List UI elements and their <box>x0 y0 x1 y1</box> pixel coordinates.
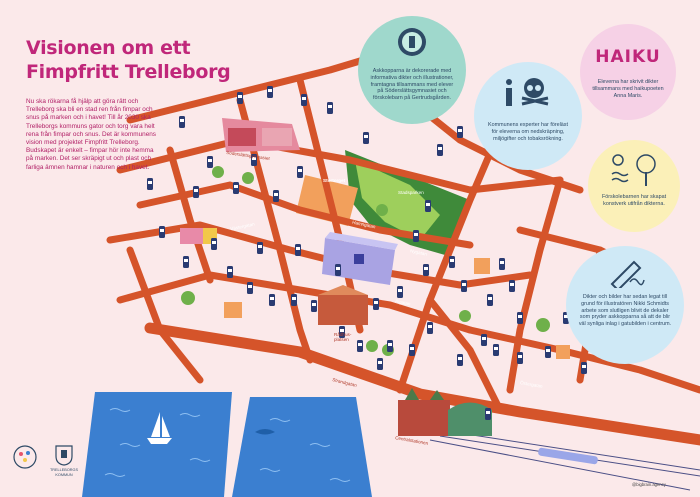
ashtray-marker <box>423 264 429 276</box>
ashtray-marker <box>437 144 443 156</box>
ashtray-icon <box>398 28 426 56</box>
ashtray-marker <box>457 126 463 138</box>
radhus-building <box>318 285 368 325</box>
ashtray-marker <box>269 294 275 306</box>
harbour-water <box>82 392 372 497</box>
street-label: Rådhus-platsen <box>334 332 352 342</box>
info-circle-haiku: HAIKU Eleverna har skrivit dikter tillsa… <box>580 24 676 120</box>
page-title: Visionen om ett Fimpfritt Trelleborg <box>26 36 231 84</box>
ashtray-marker <box>207 156 213 168</box>
street-label: Stadsparken <box>398 190 424 195</box>
ashtray-marker <box>425 200 431 212</box>
shore-road <box>144 322 700 446</box>
ashtray-marker <box>373 298 379 310</box>
ashtray-marker <box>311 300 317 312</box>
stadsparken <box>345 150 470 255</box>
ashtray-marker <box>509 280 515 292</box>
askkopparna-text: Askkopparna är dekorerade med informativ… <box>370 68 454 102</box>
ashtray-marker <box>257 242 263 254</box>
ashtray-marker <box>427 322 433 334</box>
ashtray-marker <box>237 92 243 104</box>
ashtray-marker <box>339 326 345 338</box>
mall-building <box>322 232 398 285</box>
soderslattsgymnasiet-building <box>222 118 300 152</box>
sailboat-icon <box>147 412 172 444</box>
ashtray-marker <box>545 346 551 358</box>
ashtray-marker <box>159 226 165 238</box>
haiku-text: Eleverna har skrivit dikter tillsammans … <box>592 79 664 99</box>
ashtray-marker <box>335 264 341 276</box>
info-circle-dikter: Dikter och bilder har sedan legat till g… <box>566 246 684 364</box>
ashtray-marker <box>517 352 523 364</box>
ashtray-marker <box>297 166 303 178</box>
dikter-text: Dikter och bilder har sedan legat till g… <box>578 294 672 328</box>
ashtray-marker <box>183 256 189 268</box>
ashtray-marker <box>449 256 455 268</box>
intro-paragraph: Budskapet är enkelt – fimpar hör inte he… <box>26 147 154 171</box>
intro-text: Nu ska rökarna få hjälp att göra rätt oc… <box>26 98 158 172</box>
info-circle-askkopparna: Askkopparna är dekorerade med informativ… <box>358 16 466 124</box>
ashtray-marker <box>485 408 491 420</box>
train-icon <box>538 447 598 465</box>
whale-icon <box>255 429 275 435</box>
ashtray-marker <box>273 190 279 202</box>
forskolebarnen-text: Förskolebarnen har skapat konstverk utif… <box>601 194 667 207</box>
street-label: Stortorget <box>323 178 346 183</box>
ashtray-marker <box>481 334 487 346</box>
ashtray-marker <box>457 354 463 366</box>
ashtray-marker <box>397 286 403 298</box>
ashtray-markers <box>147 86 587 420</box>
ashtray-marker <box>499 258 505 270</box>
trelleborg-kommun-logo <box>55 445 73 466</box>
ashtray-marker <box>301 94 307 106</box>
info-skull-icon <box>506 78 549 106</box>
ashtray-marker <box>291 294 297 306</box>
ashtray-marker <box>461 280 467 292</box>
fimpfritt-logo <box>13 445 37 469</box>
ashtray-marker <box>363 132 369 144</box>
ashtray-marker <box>409 344 415 356</box>
ashtray-marker <box>357 340 363 352</box>
trelleborg-kommun-caption: TRELLEBORGS KOMMUN <box>49 468 79 477</box>
sun-tree-wave-icon <box>611 154 656 186</box>
ashtray-marker <box>581 362 587 374</box>
info-circle-experter: Kommunens experter har föreläst för elev… <box>474 62 582 170</box>
pencil-icon <box>610 260 645 288</box>
title-line-1: Visionen om ett <box>26 37 191 59</box>
ashtray-marker <box>493 344 499 356</box>
ashtray-marker <box>387 340 393 352</box>
ashtray-marker <box>247 282 253 294</box>
ashtray-marker <box>211 238 217 250</box>
ashtray-marker <box>179 116 185 128</box>
intro-paragraph: Nu ska rökarna få hjälp att göra rätt oc… <box>26 98 157 147</box>
ashtray-marker <box>413 230 419 242</box>
ashtray-marker <box>233 182 239 194</box>
centralstationen-building <box>398 388 492 436</box>
ashtray-marker <box>267 86 273 98</box>
info-circle-forskolebarnen: Förskolebarnen har skapat konstverk utif… <box>588 140 680 232</box>
ashtray-marker <box>377 358 383 370</box>
title-line-2: Fimpfritt Trelleborg <box>26 61 231 83</box>
credit-text: @bigbrain.agency <box>632 482 666 487</box>
ashtray-marker <box>193 186 199 198</box>
haiku-logo: HAIKU <box>595 47 661 67</box>
ashtray-marker <box>251 154 257 166</box>
ashtray-marker <box>487 294 493 306</box>
experter-text: Kommunens experter har föreläst för elev… <box>488 122 568 142</box>
ashtray-marker <box>147 178 153 190</box>
ashtray-marker <box>327 102 333 114</box>
ashtray-marker <box>517 312 523 324</box>
ashtray-marker <box>227 266 233 278</box>
ashtray-marker <box>295 244 301 256</box>
